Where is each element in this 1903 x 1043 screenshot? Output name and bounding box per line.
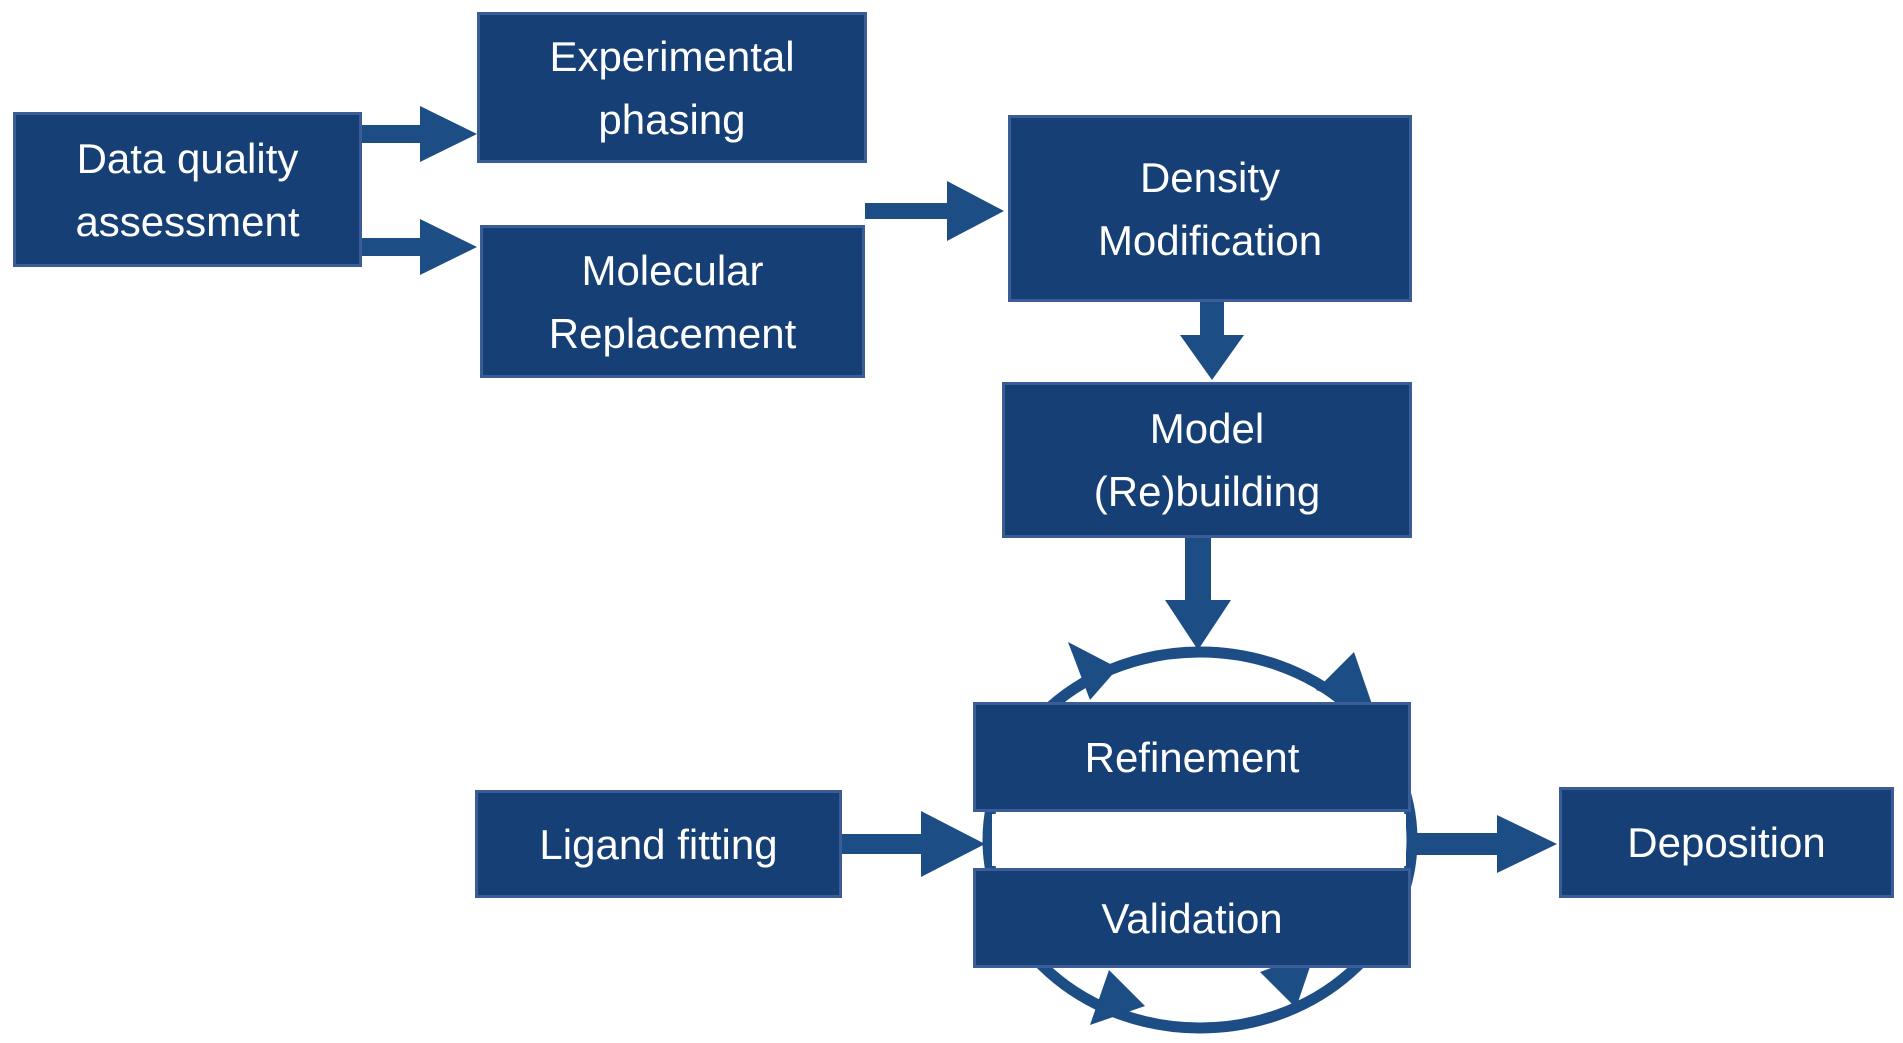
node-ligand-fitting: Ligand fitting (475, 790, 842, 898)
node-model-rebuilding: Model (Re)building (1002, 382, 1412, 538)
node-molecular-replacement: Molecular Replacement (480, 225, 865, 378)
arrow-model-rebuilding-to-cycle (1165, 538, 1231, 650)
node-validation: Validation (973, 868, 1411, 968)
arrow-dqa-to-molecular-replacement (362, 219, 477, 275)
arrow-ligand-fitting-to-cycle (842, 811, 985, 877)
node-density-modification: Density Modification (1008, 115, 1412, 302)
node-data-quality-assessment: Data quality assessment (13, 112, 362, 267)
arrow-density-to-model-rebuilding (1180, 302, 1244, 380)
arrow-dqa-to-experimental-phasing (362, 106, 477, 162)
node-deposition: Deposition (1559, 787, 1894, 898)
node-refinement: Refinement (973, 702, 1411, 812)
cycle-gap-band (992, 814, 1406, 866)
arrow-cycle-to-deposition (1411, 815, 1557, 873)
cycle-arrowhead-bottom-left-icon (1090, 970, 1145, 1025)
arrow-phasing-to-density-modification (865, 181, 1004, 241)
cycle-arrowhead-top-left-icon (1068, 642, 1118, 700)
node-experimental-phasing: Experimental phasing (477, 12, 867, 163)
